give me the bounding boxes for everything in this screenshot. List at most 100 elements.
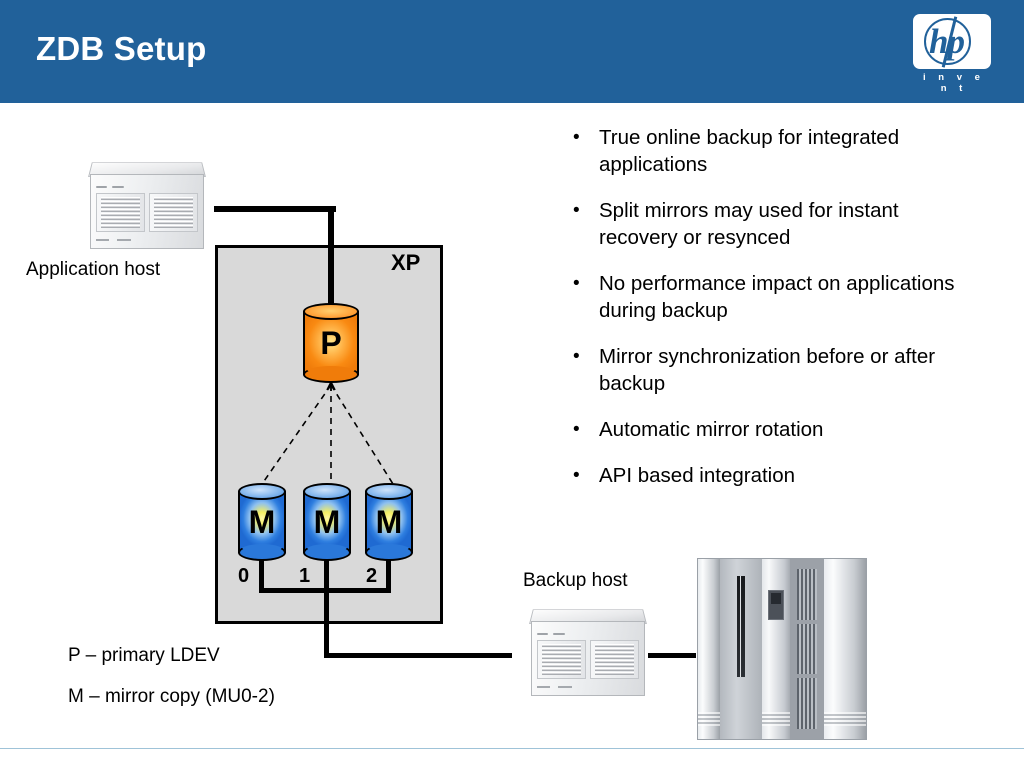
hp-logo-box: hp xyxy=(913,14,991,69)
bullet-marker-icon: • xyxy=(573,465,580,486)
slide-header: ZDB Setup hp i n v e n t xyxy=(0,0,1024,103)
cylinder-body xyxy=(238,491,286,553)
hp-logo: hp i n v e n t xyxy=(913,14,991,94)
bullet-marker-icon: • xyxy=(573,346,580,367)
primary-ldev-cylinder: P xyxy=(303,303,359,383)
server-badge-row xyxy=(537,631,639,637)
library-control-display xyxy=(767,589,785,621)
cylinder-top xyxy=(365,483,413,500)
library-glass-pane xyxy=(741,576,745,677)
cylinder-top xyxy=(238,483,286,500)
mirror-cylinder-0: M xyxy=(238,483,286,561)
server-louver-group xyxy=(96,193,198,233)
page-title: ZDB Setup xyxy=(36,30,207,67)
application-host-image xyxy=(88,157,206,249)
array-to-backup-vertical xyxy=(324,588,329,658)
connector-backup-to-library xyxy=(648,653,696,658)
bullet-marker-icon: • xyxy=(573,273,580,294)
list-item: • Split mirrors may used for instant rec… xyxy=(573,197,973,251)
server-foot xyxy=(537,686,551,688)
server-badge xyxy=(96,185,108,189)
server-badge xyxy=(112,185,124,189)
library-grille-block xyxy=(797,678,818,729)
backup-host-label: Backup host xyxy=(523,570,628,591)
cylinder-bottom xyxy=(238,544,286,561)
mirror-index-1: 1 xyxy=(299,565,311,587)
list-item: • True online backup for integrated appl… xyxy=(573,124,973,178)
cylinder-top xyxy=(303,303,359,320)
bullet-list: • True online backup for integrated appl… xyxy=(573,124,973,508)
cylinder-body xyxy=(303,491,351,553)
mirror-cylinder-1: M xyxy=(303,483,351,561)
mirror-index-2: 2 xyxy=(366,565,378,587)
legend-mirror: M – mirror copy (MU0-2) xyxy=(68,686,275,707)
server-louver-column xyxy=(149,193,198,233)
cylinder-body xyxy=(365,491,413,553)
library-control-column xyxy=(761,559,791,739)
footer-divider xyxy=(0,748,1024,749)
backup-host-image xyxy=(529,604,647,696)
server-badge xyxy=(537,632,549,636)
server-foot xyxy=(117,239,131,241)
server-front-panel xyxy=(90,174,204,249)
library-window xyxy=(736,575,746,677)
server-louver-column xyxy=(537,640,586,680)
mirror-label: M xyxy=(248,503,276,540)
tape-library-image xyxy=(697,558,867,740)
bullet-text: True online backup for integrated applic… xyxy=(599,126,900,176)
mirror-cylinder-2: M xyxy=(365,483,413,561)
mirror-index-0: 0 xyxy=(238,565,250,587)
mirror-label: M xyxy=(375,503,403,540)
legend-primary: P – primary LDEV xyxy=(68,645,220,666)
cylinder-bottom xyxy=(365,544,413,561)
hp-tagline: i n v e n t xyxy=(923,72,985,94)
primary-ldev-label: P xyxy=(320,324,342,361)
connector-host-to-array-vertical xyxy=(328,206,334,306)
server-louver-column xyxy=(96,193,145,233)
server-louver-column xyxy=(590,640,639,680)
server-foot xyxy=(558,686,572,688)
server-footer-row xyxy=(537,682,639,688)
server-foot xyxy=(96,239,110,241)
server-louver-group xyxy=(537,640,639,680)
cylinder-bottom xyxy=(303,544,351,561)
library-vent-stripes xyxy=(698,712,720,727)
library-grille-column xyxy=(790,559,824,739)
bullet-text: API based integration xyxy=(599,464,796,487)
connector-host-to-array-horizontal xyxy=(214,206,336,212)
library-vent-stripes xyxy=(761,712,791,727)
mirror-link-lines xyxy=(261,381,394,485)
server-footer-row xyxy=(96,235,198,241)
list-item: • Automatic mirror rotation xyxy=(573,416,973,443)
mirror-stem-1 xyxy=(324,558,329,591)
bullet-marker-icon: • xyxy=(573,127,580,148)
server-badge-row xyxy=(96,184,198,190)
xp-array-label: XP xyxy=(391,250,421,275)
list-item: • No performance impact on applications … xyxy=(573,270,973,324)
library-display-screen xyxy=(771,593,781,604)
mirror-stem-0 xyxy=(259,558,264,591)
hp-logo-oval xyxy=(924,18,971,65)
bullet-text: Automatic mirror rotation xyxy=(599,418,824,441)
library-vent-stripes xyxy=(823,712,866,727)
library-side-column xyxy=(698,559,720,739)
library-grille-block xyxy=(797,569,818,620)
library-grille-block xyxy=(797,623,818,675)
list-item: • Mirror synchronization before or after… xyxy=(573,343,973,397)
bullet-marker-icon: • xyxy=(573,419,580,440)
bullet-text: No performance impact on applications du… xyxy=(599,272,955,322)
hp-wordmark: hp xyxy=(929,22,965,61)
library-glass-pane xyxy=(736,576,741,677)
list-item: • API based integration xyxy=(573,462,973,489)
cylinder-bottom xyxy=(303,366,359,383)
library-side-column xyxy=(823,559,866,739)
server-front-panel xyxy=(531,621,645,696)
bullet-marker-icon: • xyxy=(573,200,580,221)
array-to-backup-horizontal xyxy=(324,653,512,658)
cylinder-top xyxy=(303,483,351,500)
application-host-label: Application host xyxy=(26,259,161,280)
mirror-stem-2 xyxy=(386,558,391,591)
library-door xyxy=(719,559,762,739)
server-badge xyxy=(553,632,565,636)
cylinder-body xyxy=(303,311,359,375)
